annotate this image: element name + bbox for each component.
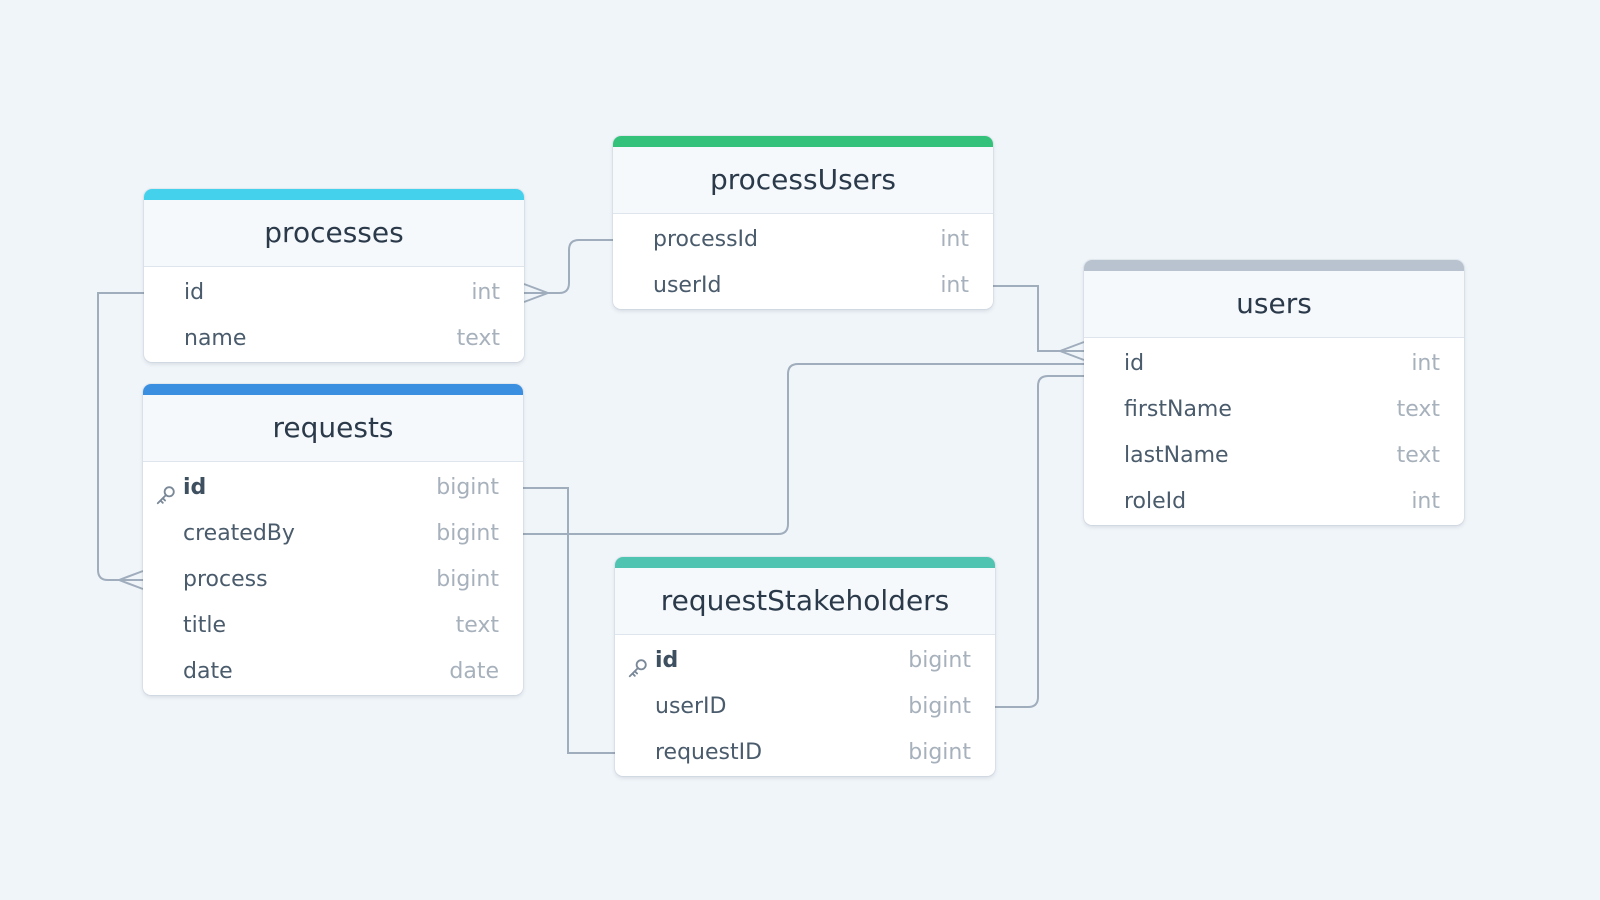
connector-requests-processes <box>97 292 144 581</box>
column-name: date <box>183 659 233 684</box>
column-row-id[interactable]: id bigint <box>615 638 995 684</box>
column-type: int <box>1411 351 1440 376</box>
column-row-requestID[interactable]: requestID bigint <box>615 730 995 776</box>
table-accent-bar <box>615 557 995 568</box>
crows-foot-requests-process <box>118 570 144 590</box>
column-row-process[interactable]: process bigint <box>143 557 523 603</box>
column-row-lastName[interactable]: lastName text <box>1084 433 1464 479</box>
table-accent-bar <box>143 384 523 395</box>
table-requests[interactable]: requests id bigint createdBy bigint process bi… <box>143 384 523 695</box>
column-type: bigint <box>908 740 971 765</box>
column-name: process <box>183 567 268 592</box>
table-users[interactable]: users id int firstName text lastName text roleI… <box>1084 260 1464 525</box>
column-row-processId[interactable]: processId int <box>613 217 993 263</box>
column-row-createdBy[interactable]: createdBy bigint <box>143 511 523 557</box>
column-row-id[interactable]: id bigint <box>143 465 523 511</box>
connector-processusers-users <box>993 285 1084 352</box>
column-name: requestID <box>655 740 763 765</box>
column-type: text <box>1396 443 1440 468</box>
column-name: roleId <box>1124 489 1187 514</box>
column-list: id bigint userID bigint requestID bigint <box>615 635 995 776</box>
table-title[interactable]: requestStakeholders <box>615 568 995 635</box>
column-row-id[interactable]: id int <box>1084 341 1464 387</box>
table-title[interactable]: users <box>1084 271 1464 338</box>
column-name: title <box>183 613 227 638</box>
column-type: bigint <box>436 475 499 500</box>
connector-processusers-processes <box>524 239 613 294</box>
column-type: date <box>449 659 499 684</box>
column-name: lastName <box>1124 443 1229 468</box>
column-row-title[interactable]: title text <box>143 603 523 649</box>
column-row-date[interactable]: date date <box>143 649 523 695</box>
column-name: name <box>184 326 247 351</box>
column-name: processId <box>653 227 758 252</box>
column-name: firstName <box>1124 397 1232 422</box>
table-processUsers[interactable]: processUsers processId int userId int <box>613 136 993 309</box>
table-accent-bar <box>1084 260 1464 271</box>
table-title[interactable]: processes <box>144 200 524 267</box>
column-type: text <box>1396 397 1440 422</box>
connector-requeststakeholders-requests <box>523 487 615 754</box>
column-name: id <box>184 280 205 305</box>
connector-requests-users <box>523 363 1084 535</box>
key-icon <box>627 651 649 678</box>
column-type: bigint <box>908 694 971 719</box>
column-list: id int firstName text lastName text roleId int <box>1084 338 1464 525</box>
crows-foot-users-id <box>1059 341 1085 361</box>
column-type: bigint <box>908 648 971 673</box>
column-list: processId int userId int <box>613 214 993 309</box>
column-type: int <box>940 273 969 298</box>
column-row-userId[interactable]: userId int <box>613 263 993 309</box>
column-type: bigint <box>436 567 499 592</box>
column-name: userID <box>655 694 727 719</box>
column-list: id int name text <box>144 267 524 362</box>
column-row-firstName[interactable]: firstName text <box>1084 387 1464 433</box>
column-name: id <box>1124 351 1145 376</box>
column-row-id[interactable]: id int <box>144 270 524 316</box>
column-list: id bigint createdBy bigint process bigint titl… <box>143 462 523 695</box>
column-type: text <box>456 326 500 351</box>
key-icon <box>155 478 177 505</box>
table-accent-bar <box>144 189 524 200</box>
column-type: int <box>940 227 969 252</box>
crows-foot-processes-id <box>523 283 549 303</box>
column-row-roleId[interactable]: roleId int <box>1084 479 1464 525</box>
column-row-name[interactable]: name text <box>144 316 524 362</box>
column-type: text <box>455 613 499 638</box>
column-name: id <box>655 648 679 673</box>
column-name: id <box>183 475 207 500</box>
connector-requeststakeholders-users <box>995 375 1084 708</box>
table-title[interactable]: requests <box>143 395 523 462</box>
column-name: createdBy <box>183 521 295 546</box>
column-type: bigint <box>436 521 499 546</box>
column-type: int <box>471 280 500 305</box>
table-accent-bar <box>613 136 993 147</box>
column-type: int <box>1411 489 1440 514</box>
table-title[interactable]: processUsers <box>613 147 993 214</box>
table-processes[interactable]: processes id int name text <box>144 189 524 362</box>
column-row-userID[interactable]: userID bigint <box>615 684 995 730</box>
column-name: userId <box>653 273 722 298</box>
